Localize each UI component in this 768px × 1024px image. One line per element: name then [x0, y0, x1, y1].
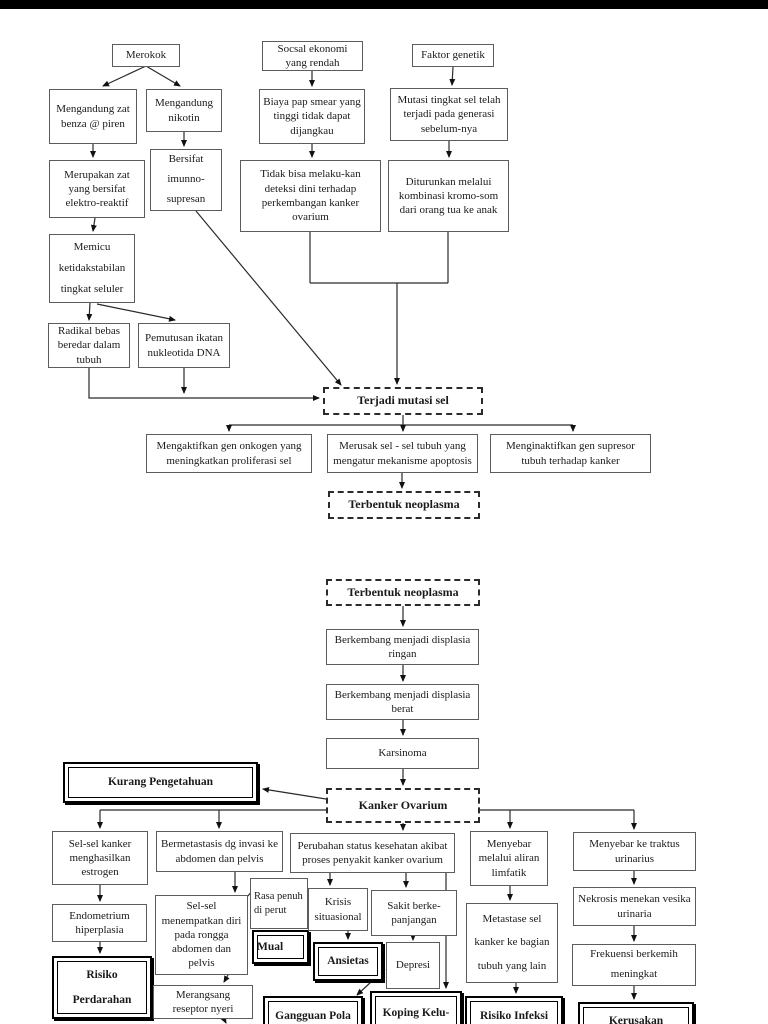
node-kanker-ovarium: Kanker Ovarium — [326, 788, 480, 823]
node-traktus-urinarius: Menyebar ke traktus urinarius — [573, 832, 696, 871]
node-terbentuk-neoplasma-2: Terbentuk neoplasma — [326, 579, 480, 606]
node-kerusakan: Kerusakan — [578, 1002, 694, 1024]
page-top-bar — [0, 0, 768, 9]
node-terjadi-mutasi-sel: Terjadi mutasi sel — [323, 387, 483, 415]
node-sosial-ekonomi: Socsal ekonomi yang rendah — [262, 41, 363, 71]
node-gangguan-pola: Gangguan Pola — [263, 996, 363, 1024]
node-merangsang-nyeri: Merangsang reseptor nyeri — [153, 985, 253, 1019]
node-sakit-berkepanjangan: Sakit berke-panjangan — [371, 890, 457, 936]
node-aliran-limfatik: Menyebar melalui aliran limfatik — [470, 831, 548, 886]
node-mutasi-generasi: Mutasi tingkat sel telah terjadi pada ge… — [390, 88, 508, 141]
node-menempatkan-diri: Sel-sel menempatkan diri pada rongga abd… — [155, 895, 248, 975]
node-mual: Mual — [252, 930, 309, 964]
node-faktor-genetik: Faktor genetik — [412, 44, 494, 67]
node-koping-keluarga: Koping Kelu- — [370, 991, 462, 1024]
node-risiko-infeksi: Risiko Infeksi — [465, 996, 563, 1024]
node-nikotin: Mengandung nikotin — [146, 89, 222, 132]
node-apoptosis: Merusak sel - sel tubuh yang mengatur me… — [327, 434, 478, 473]
node-displasia-berat: Berkembang menjadi displasia berat — [326, 684, 479, 720]
node-estrogen: Sel-sel kanker menghasilkan estrogen — [52, 831, 148, 885]
node-displasia-ringan: Berkembang menjadi displasia ringan — [326, 629, 479, 665]
node-risiko-perdarahan: Risiko Perdarahan — [52, 956, 152, 1019]
node-perubahan-status: Perubahan status kesehatan akibat proses… — [290, 833, 455, 873]
node-karsinoma: Karsinoma — [326, 738, 479, 769]
node-benza-piren: Mengandung zat benza @ piren — [49, 89, 137, 144]
node-kurang-pengetahuan: Kurang Pengetahuan — [63, 762, 258, 803]
node-biaya-pap-smear: Biaya pap smear yang tinggi tidak dapat … — [259, 89, 365, 144]
node-rasa-penuh: Rasa penuh di perut — [250, 878, 308, 929]
node-merokok: Merokok — [112, 44, 180, 67]
node-ansietas: Ansietas — [313, 942, 383, 981]
node-diturunkan: Diturunkan melalui kombinasi kromo-som d… — [388, 160, 509, 232]
node-frekuensi-berkemih: Frekuensi berkemih meningkat — [572, 944, 696, 986]
node-tidak-deteksi: Tidak bisa melaku-kan deteksi dini terha… — [240, 160, 381, 232]
node-gen-supresor: Menginaktifkan gen supresor tubuh terhad… — [490, 434, 651, 473]
node-endometrium: Endometrium hiperplasia — [52, 904, 147, 942]
node-nekrosis: Nekrosis menekan vesika urinaria — [573, 887, 696, 926]
node-depresi: Depresi — [386, 942, 440, 989]
node-pemutusan-dna: Pemutusan ikatan nukleotida DNA — [138, 323, 230, 368]
node-bermetastasis: Bermetastasis dg invasi ke abdomen dan p… — [156, 831, 283, 872]
node-krisis-situasional: Krisis situasional — [308, 888, 368, 931]
node-memicu-ketidakstabilan: Memicu ketidakstabilan tingkat seluler — [49, 234, 135, 303]
node-imunno-supresan: Bersifat imunno-supresan — [150, 149, 222, 211]
node-terbentuk-neoplasma-1: Terbentuk neoplasma — [328, 491, 480, 519]
node-elektro-reaktif: Merupakan zat yang bersifat elektro-reak… — [49, 160, 145, 218]
node-metastase-sel: Metastase sel kanker ke bagian tubuh yan… — [466, 903, 558, 983]
node-radikal-bebas: Radikal bebas beredar dalam tubuh — [48, 323, 130, 368]
node-onkogen: Mengaktifkan gen onkogen yang meningkatk… — [146, 434, 312, 473]
